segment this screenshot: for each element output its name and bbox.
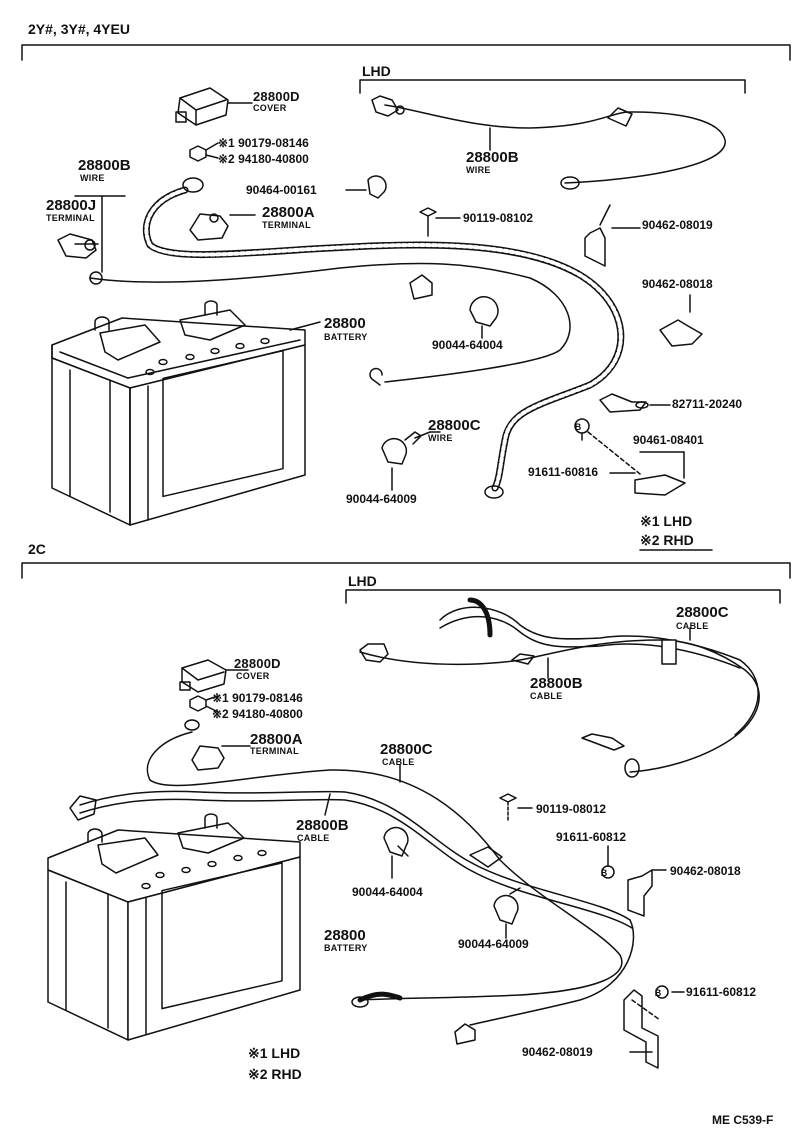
s2-bolt: 90119-08012 bbox=[536, 802, 607, 816]
s2-cable-c-lhd-pn: 28800C bbox=[676, 604, 729, 621]
s1-clamp1: 90464-00161 bbox=[246, 183, 317, 197]
s1-legend1: ※1 LHD bbox=[640, 513, 693, 529]
s1-lhd-wire-b-pn: 28800B bbox=[466, 149, 519, 166]
section1-bracket bbox=[21, 44, 791, 61]
s2-term-a-desc: TERMINAL bbox=[250, 746, 299, 756]
terminal-a-drawing bbox=[189, 213, 229, 241]
s1-clamp2: 90044-64004 bbox=[432, 338, 503, 352]
s2-bracket2: 90462-08019 bbox=[522, 1045, 593, 1059]
s1-cover-pn: 28800D bbox=[253, 89, 300, 104]
s2-cable-b-lhd-pn: 28800B bbox=[530, 675, 583, 692]
svg-text:B: B bbox=[655, 988, 662, 998]
s1-stay: 82711-20240 bbox=[672, 397, 743, 411]
s1-bracket2: 90462-08018 bbox=[642, 277, 713, 291]
s2-term-a-pn: 28800A bbox=[250, 731, 303, 748]
s2-cable-c-pn: 28800C bbox=[380, 741, 433, 758]
s2-cable-b-desc: CABLE bbox=[297, 833, 330, 843]
s1-wire-b-desc: WIRE bbox=[80, 173, 105, 183]
s1-bolt3: 91611-60816 bbox=[528, 465, 599, 479]
s2-cable-c-desc: CABLE bbox=[382, 757, 415, 767]
s1-term-a-desc: TERMINAL bbox=[262, 220, 311, 230]
s2-nut2: ※2 94180-40800 bbox=[212, 707, 303, 721]
s1-wire-c-pn: 28800C bbox=[428, 417, 481, 434]
section2-title: 2C bbox=[28, 541, 46, 557]
s1-term-j-desc: TERMINAL bbox=[46, 213, 95, 223]
section2-lhd-label: LHD bbox=[348, 573, 377, 589]
section1-lhd-bracket bbox=[359, 79, 746, 94]
s1-battery-desc: BATTERY bbox=[324, 332, 368, 342]
svg-text:B: B bbox=[575, 422, 582, 432]
s1-battery-pn: 28800 bbox=[324, 315, 366, 332]
s2-cable-b-lhd-desc: CABLE bbox=[530, 691, 563, 701]
svg-text:B: B bbox=[601, 868, 608, 878]
s2-battery-pn: 28800 bbox=[324, 927, 366, 944]
reference-code: ME C539-F bbox=[712, 1113, 774, 1127]
s1-nut1: ※1 90179-08146 bbox=[218, 136, 309, 150]
s1-term-j-pn: 28800J bbox=[46, 197, 97, 214]
s2-legend1: ※1 LHD bbox=[248, 1045, 301, 1061]
s2-bolt3: 91611-60812 bbox=[686, 985, 757, 999]
s1-bolt2: 90461-08401 bbox=[633, 433, 704, 447]
s1-term-a-pn: 28800A bbox=[262, 204, 315, 221]
s2-legend2: ※2 RHD bbox=[248, 1066, 302, 1082]
s1-cover-desc: COVER bbox=[253, 103, 287, 113]
terminal-j-drawing bbox=[57, 233, 97, 259]
s1-lhd-wire-b-desc: WIRE bbox=[466, 165, 491, 175]
section1-lhd-label: LHD bbox=[362, 63, 391, 79]
s1-bolt: 90119-08102 bbox=[463, 211, 534, 225]
s2-cable-c-lhd-desc: CABLE bbox=[676, 621, 709, 631]
battery1-drawing bbox=[51, 300, 306, 526]
s2-clamp1: 90044-64004 bbox=[352, 885, 423, 899]
section2-bracket bbox=[21, 562, 791, 579]
cover-drawing bbox=[175, 87, 229, 126]
s1-wire-b-pn: 28800B bbox=[78, 157, 131, 174]
s1-clamp3: 90044-64009 bbox=[346, 492, 417, 506]
s1-wire-c-desc: WIRE bbox=[428, 433, 453, 443]
s2-cover-pn: 28800D bbox=[234, 656, 281, 671]
s2-battery-desc: BATTERY bbox=[324, 943, 368, 953]
s2-cable-b-pn: 28800B bbox=[296, 817, 349, 834]
s2-bracket: 90462-08018 bbox=[670, 864, 741, 878]
s2-bolt2: 91611-60812 bbox=[556, 830, 627, 844]
s2-cover-desc: COVER bbox=[236, 671, 270, 681]
s2-nut1: ※1 90179-08146 bbox=[212, 691, 303, 705]
battery2-drawing bbox=[47, 813, 301, 1041]
s1-nut2: ※2 94180-40800 bbox=[218, 152, 309, 166]
s1-bracket1: 90462-08019 bbox=[642, 218, 713, 232]
section1-title: 2Y#, 3Y#, 4YEU bbox=[28, 21, 130, 37]
section2-lhd-bracket bbox=[345, 589, 781, 604]
s1-legend2: ※2 RHD bbox=[640, 532, 694, 548]
s2-clamp2: 90044-64009 bbox=[458, 937, 529, 951]
